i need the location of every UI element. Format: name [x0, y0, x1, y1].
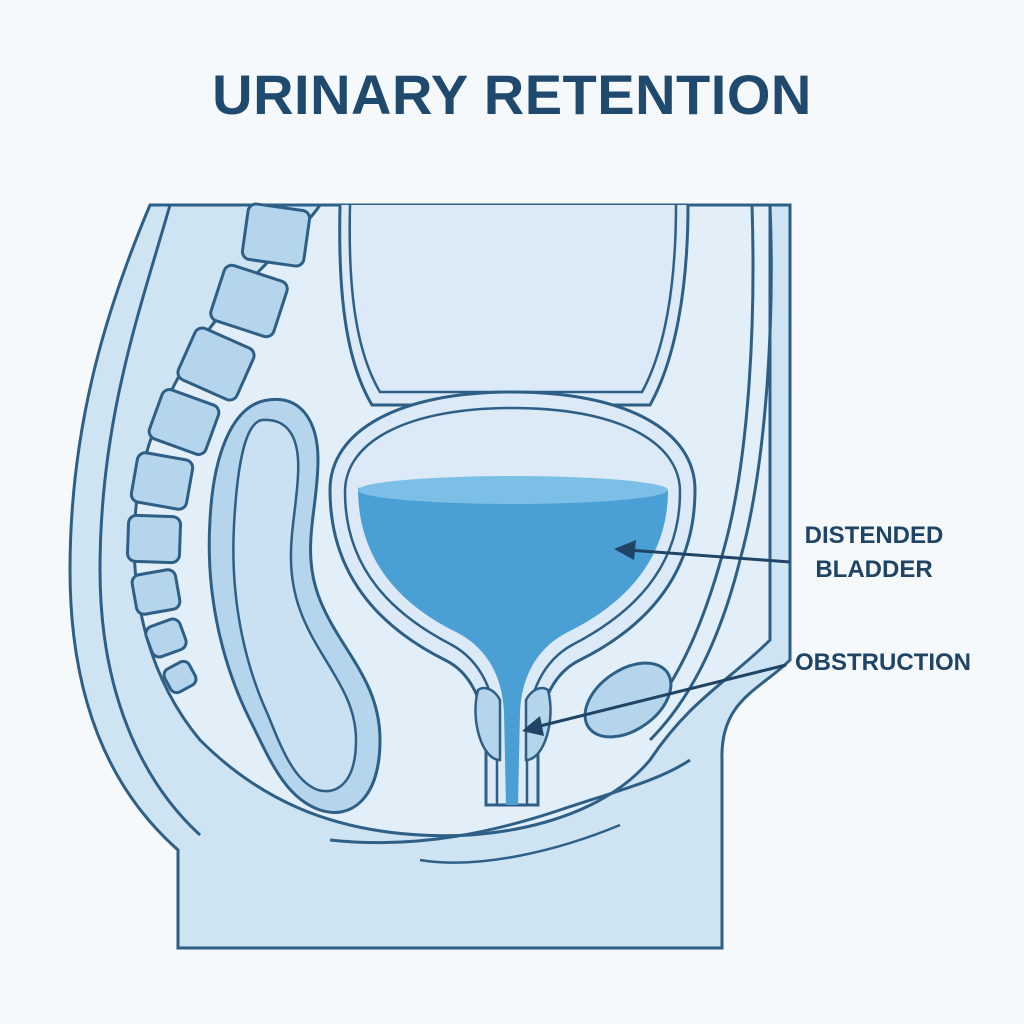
- urine-surface: [358, 476, 668, 504]
- vertebra: [129, 451, 195, 511]
- abdominal-wall-inner: [638, 204, 755, 726]
- vertebra: [240, 202, 312, 268]
- pelvic-floor: [329, 758, 691, 845]
- vertebra: [162, 659, 198, 695]
- obstruction-label: OBSTRUCTION: [795, 649, 971, 676]
- vertebra: [147, 388, 221, 456]
- distended-label-line1: DISTENDED: [804, 522, 944, 549]
- vertebra: [209, 263, 289, 339]
- rectum-wall: [232, 418, 358, 793]
- vertebra: [144, 617, 188, 659]
- obstruction-tissue-left: [474, 686, 502, 762]
- peritoneal-sac: [338, 204, 690, 407]
- distended-label-line2: BLADDER: [815, 556, 933, 583]
- perineum-line: [419, 823, 621, 864]
- distended-bladder-arrow: [627, 548, 791, 564]
- bladder-wall-inner: [343, 406, 682, 807]
- vertebra: [125, 513, 183, 565]
- vertebra: [130, 568, 182, 616]
- spine: [125, 202, 312, 695]
- pubic-bone: [583, 661, 673, 739]
- distended-bladder-label: DISTENDED BLADDER: [792, 519, 956, 587]
- distended-bladder-arrowhead: [614, 540, 636, 560]
- vertebra: [176, 326, 256, 402]
- back-tissue-layer: [98, 204, 202, 837]
- obstruction-arrow: [535, 663, 787, 729]
- obstruction-arrowhead: [522, 716, 544, 736]
- diagram-title: URINARY RETENTION: [212, 63, 812, 126]
- retained-urine: [358, 479, 668, 805]
